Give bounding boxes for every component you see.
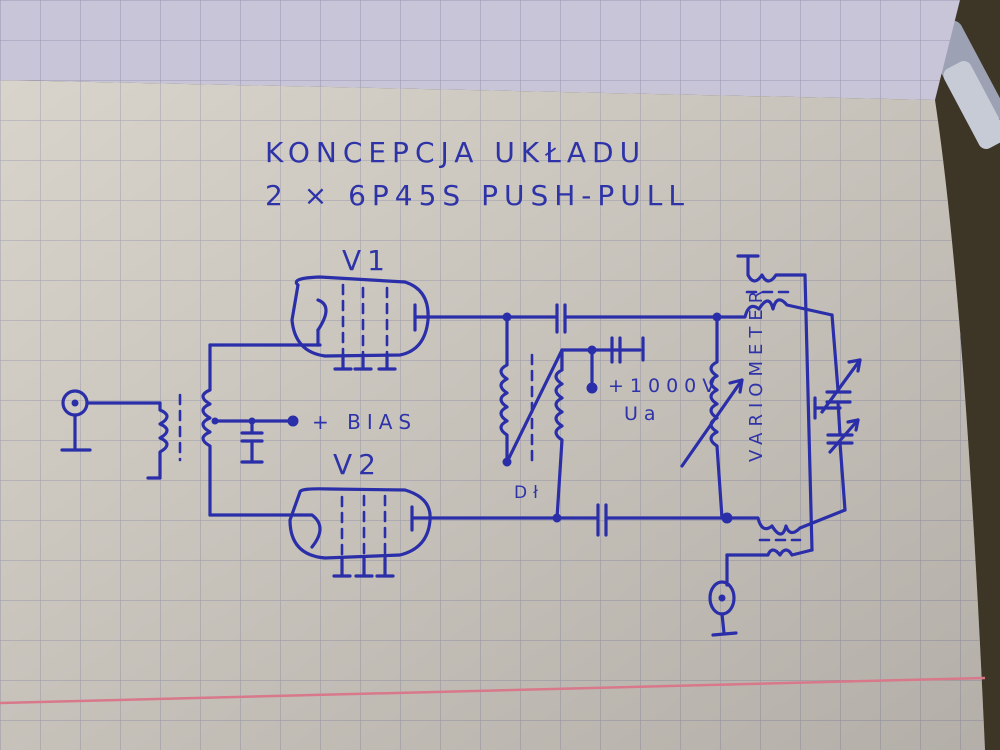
input-transformer <box>146 343 322 517</box>
output-link-top <box>718 254 834 552</box>
main-page <box>0 80 986 750</box>
bias-label: + BIAS <box>312 410 417 434</box>
choke-label: Dł <box>514 483 544 503</box>
margin-line <box>0 676 986 705</box>
plate-choke-network <box>499 303 727 537</box>
bias-network <box>211 415 299 464</box>
title-line-1: KONCEPCJA UKŁADU <box>265 136 646 169</box>
input-coax-connector <box>60 389 162 452</box>
variometer <box>680 312 744 524</box>
plate-voltage-sublabel: Ua <box>624 403 662 425</box>
variometer-label: VARIOMETER <box>746 285 767 462</box>
title-line-2: 2 × 6P45S PUSH-PULL <box>265 179 690 212</box>
split-stator-capacitor <box>813 313 862 512</box>
output-coax-connector <box>708 553 738 637</box>
tube-v2 <box>288 487 557 578</box>
tube-v1 <box>290 275 512 371</box>
top-page <box>0 0 960 100</box>
schematic: + BIAS V1 <box>60 244 862 637</box>
tube-v2-label: V2 <box>333 448 382 481</box>
output-link-bottom <box>725 508 847 557</box>
tube-v1-label: V1 <box>342 244 391 277</box>
plate-voltage-label: +1000V <box>608 375 721 397</box>
